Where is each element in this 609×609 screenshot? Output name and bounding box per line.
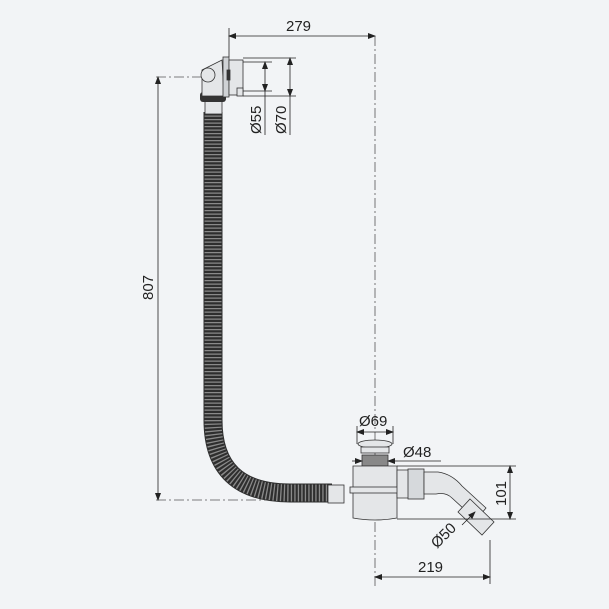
- dim-219: 219: [418, 559, 443, 576]
- dim-d69: Ø69: [359, 413, 387, 430]
- dimension-lines: [155, 28, 516, 584]
- flexible-hose: [200, 92, 345, 504]
- dim-d55: Ø55: [248, 106, 265, 134]
- dim-d70: Ø70: [273, 106, 290, 134]
- dim-807: 807: [140, 275, 157, 300]
- dim-101: 101: [493, 481, 510, 506]
- dim-279: 279: [286, 18, 311, 35]
- waste-trap: [349, 439, 495, 536]
- center-lines: [156, 36, 376, 588]
- dim-d48: Ø48: [403, 444, 431, 461]
- overflow-head: [200, 56, 244, 98]
- dim-d50: Ø50: [428, 520, 460, 552]
